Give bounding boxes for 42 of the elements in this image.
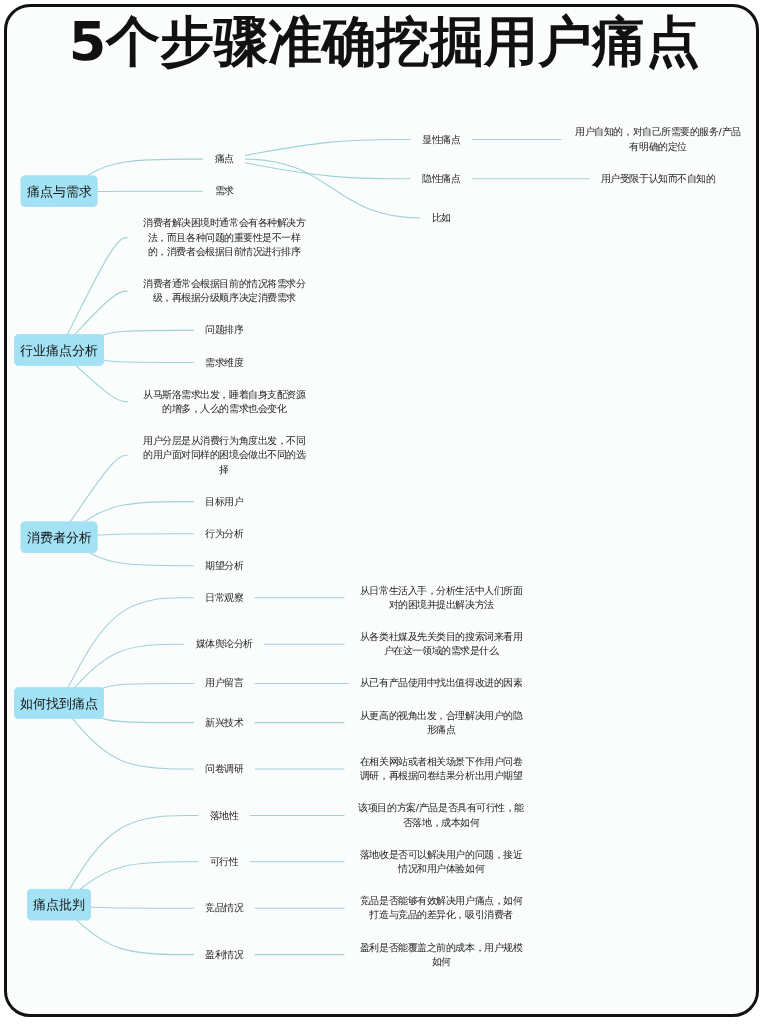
connector-line: [253, 682, 350, 684]
connector-line: [73, 643, 186, 689]
connector-line: [66, 236, 129, 336]
connector-line: [90, 906, 195, 909]
connector-line: [253, 722, 346, 724]
branch-text: 从已有产品使用中找出值得改进的因素: [348, 670, 534, 697]
connector-line: [248, 814, 346, 816]
topic-box: 如何找到痛点: [14, 687, 104, 719]
connector-line: [78, 861, 200, 891]
connector-line: [244, 138, 412, 156]
connector-line: [248, 861, 346, 863]
connector-line: [83, 501, 195, 523]
connector-line: [69, 454, 129, 523]
connector-line: [67, 597, 195, 689]
connector-line: [470, 178, 591, 180]
connector-line: [253, 907, 346, 909]
connector-line: [101, 682, 195, 690]
connector-line: [244, 158, 422, 219]
connector-line: [76, 919, 195, 956]
title: 5个步骤准确挖掘用户痛点: [67, 10, 702, 74]
connector-line: [89, 552, 195, 567]
connector-line: [96, 533, 195, 536]
connector-line: [96, 190, 205, 192]
topic-box: 痛点与需求: [20, 175, 98, 207]
topic-box: 行业痛点分析: [14, 334, 104, 366]
connector-line: [101, 329, 195, 337]
connector-line: [470, 138, 563, 140]
topic-box: 消费者分析: [20, 521, 98, 553]
connector-line: [103, 359, 195, 363]
connector-line: [244, 162, 412, 180]
topic-box: 痛点批判: [27, 889, 91, 921]
branch-text: 该项目的方案/产品是否具有可行性，能否落地，成本如何: [344, 795, 538, 836]
connector-line: [263, 643, 346, 645]
branch-text: 用户自知的，对自己所需要的服务/产品有明确的定位: [561, 119, 755, 160]
connector-line: [68, 814, 200, 891]
connector-line: [73, 290, 129, 336]
connector-line: [101, 717, 195, 724]
connector-line: [253, 954, 346, 956]
connector-line: [71, 717, 195, 770]
connector-line: [253, 597, 346, 599]
connector-line: [253, 768, 346, 770]
connector-line: [75, 364, 129, 403]
